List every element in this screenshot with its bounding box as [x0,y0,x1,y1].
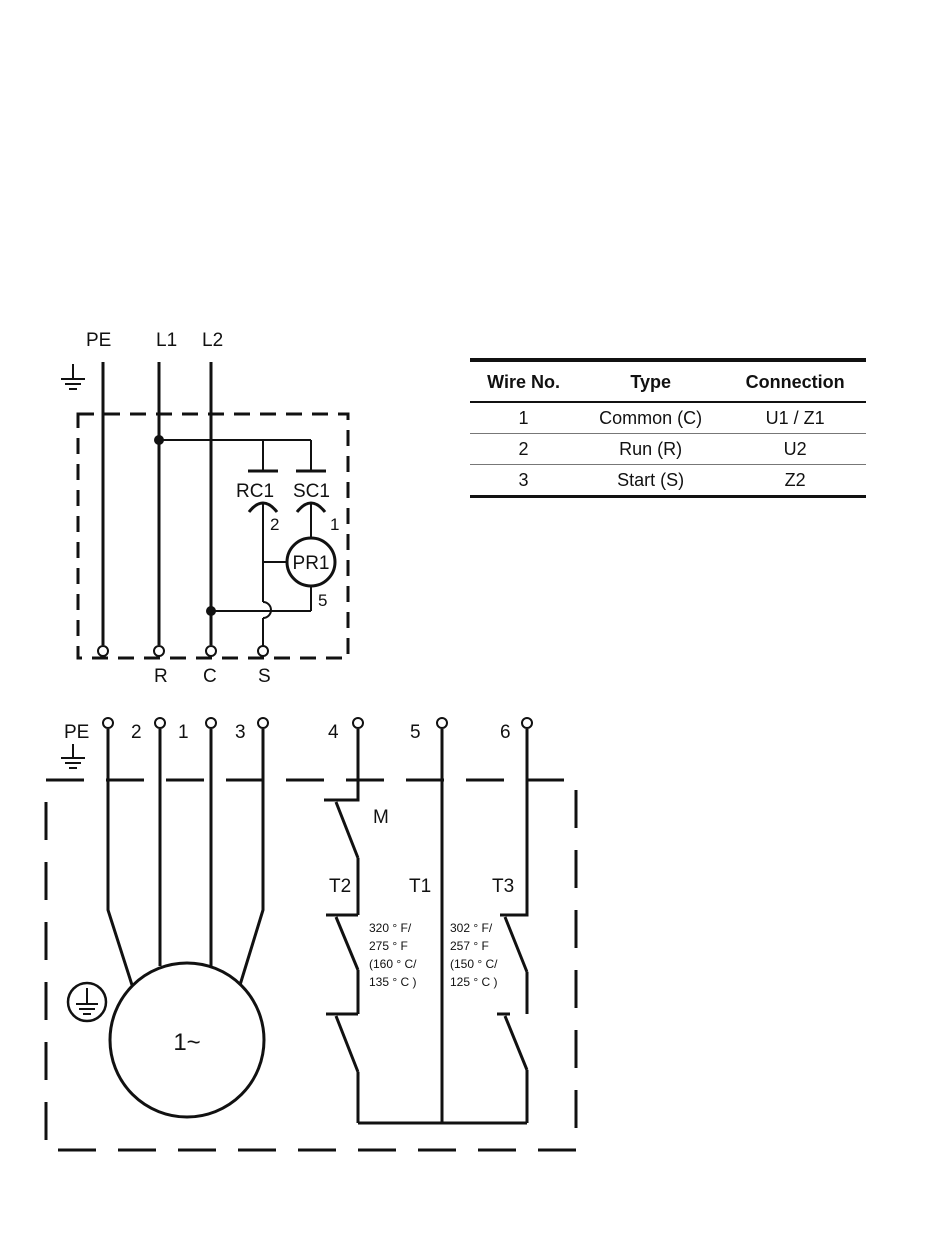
table-cell: 3 [470,465,577,497]
label-terminal-6: 6 [500,722,511,743]
table-cell: 2 [470,434,577,465]
rating-line: 125 ° C ) [450,975,497,989]
label-terminal-4: 4 [328,722,339,743]
enclosure-top [78,414,348,658]
table-cell: Run (R) [577,434,724,465]
thermostat-rating-left: 320 ° F/ 275 ° F (160 ° C/ 135 ° C ) [369,921,417,989]
column-header-connection: Connection [724,360,866,402]
label-pin-2: 2 [270,515,279,534]
label-contactor-m: M [373,807,389,828]
thermostat-rating-right: 302 ° F/ 257 ° F (150 ° C/ 125 ° C ) [450,921,498,989]
label-motor: 1~ [173,1029,200,1056]
label-pin-5: 5 [318,591,327,610]
label-terminal-2: 2 [131,722,142,743]
label-terminal-5: 5 [410,722,421,743]
terminal-c [206,646,216,656]
rating-line: 257 ° F [450,939,489,953]
table-row: 3 Start (S) Z2 [470,465,866,497]
label-pe: PE [86,330,111,351]
table-header-row: Wire No. Type Connection [470,360,866,402]
terminal-s [258,646,268,656]
label-pin-1: 1 [330,515,339,534]
label-pe-bottom: PE [64,722,89,743]
label-terminal-1: 1 [178,722,189,743]
rating-line: (160 ° C/ [369,957,417,971]
ground-icon [61,364,85,389]
label-t2: T2 [329,876,351,897]
label-t3: T3 [492,876,514,897]
label-l1: L1 [156,330,177,351]
rating-line: 135 ° C ) [369,975,416,989]
terminal-pe [98,646,108,656]
table-cell: Start (S) [577,465,724,497]
rating-line: 302 ° F/ [450,921,493,935]
column-header-wire-no: Wire No. [470,360,577,402]
table-cell: 1 [470,402,577,434]
wire-connection-table: Wire No. Type Connection 1 Common (C) U1… [470,358,866,498]
ground-icon [61,744,85,768]
table-row: 1 Common (C) U1 / Z1 [470,402,866,434]
protective-earth-icon [68,983,106,1021]
table-cell: U2 [724,434,866,465]
terminal-r [154,646,164,656]
table-row: 2 Run (R) U2 [470,434,866,465]
rating-line: (150 ° C/ [450,957,498,971]
label-c: C [203,666,217,687]
label-sc1: SC1 [293,481,330,502]
label-pr1: PR1 [293,553,330,574]
table-cell: Z2 [724,465,866,497]
table-cell: U1 / Z1 [724,402,866,434]
table-cell: Common (C) [577,402,724,434]
label-r: R [154,666,168,687]
bottom-schematic: PE 2 1 3 4 5 6 1~ [46,718,576,1150]
label-terminal-3: 3 [235,722,246,743]
label-t1: T1 [409,876,431,897]
label-l2: L2 [202,330,223,351]
rating-line: 320 ° F/ [369,921,412,935]
rating-line: 275 ° F [369,939,408,953]
label-s: S [258,666,271,687]
label-rc1: RC1 [236,481,274,502]
column-header-type: Type [577,360,724,402]
top-schematic: PE L1 L2 [61,330,348,687]
